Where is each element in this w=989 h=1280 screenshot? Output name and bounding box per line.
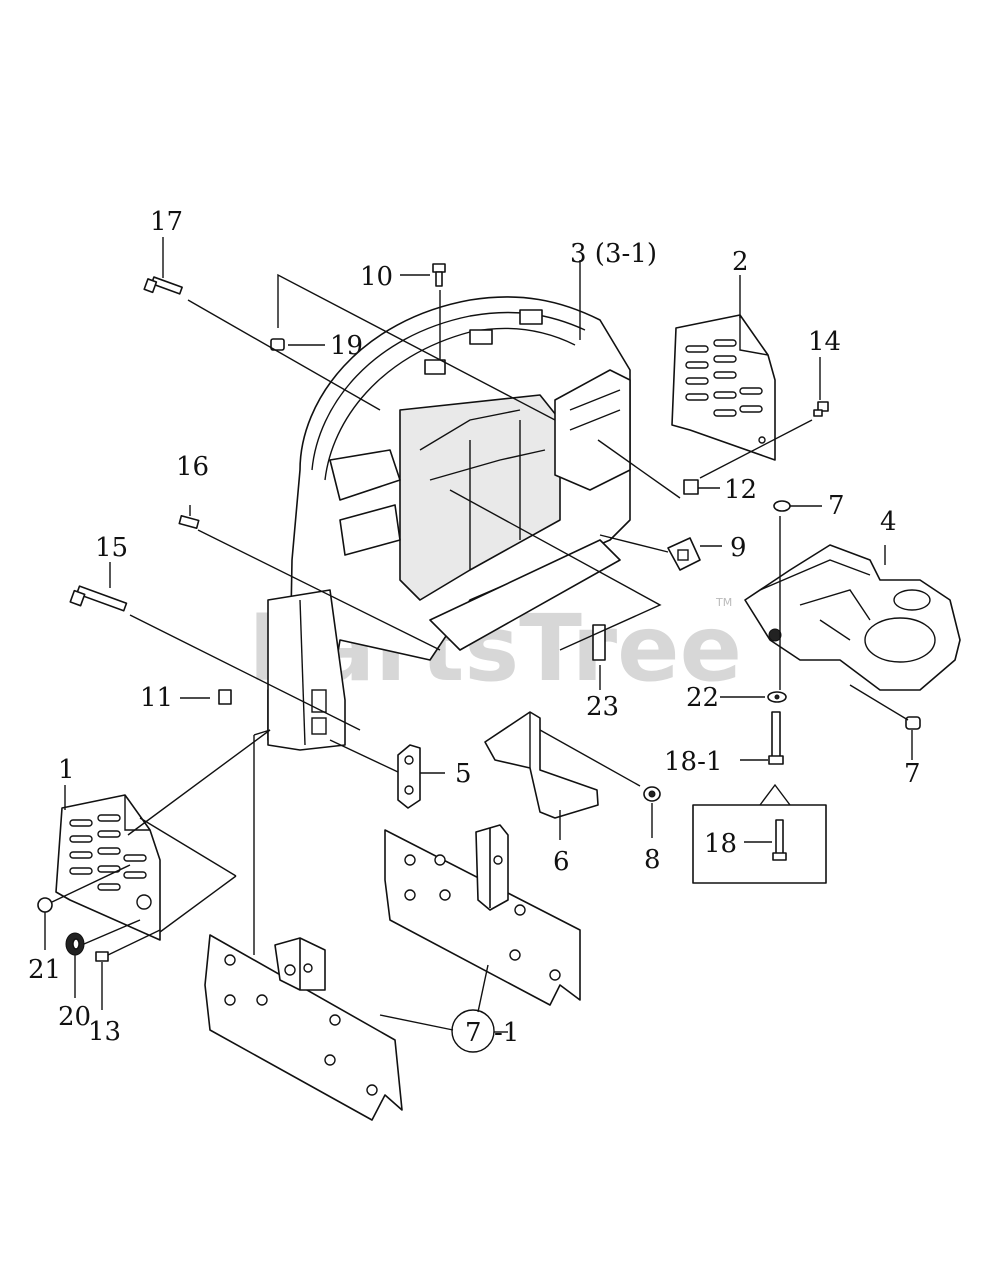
callout-6: 6 — [553, 847, 570, 877]
part-21-nut[interactable] — [37, 897, 53, 913]
part-22-washer[interactable] — [767, 691, 787, 703]
callout-3: 3 (3-1) — [570, 239, 657, 269]
part-18-box — [692, 804, 827, 884]
part-8-nut[interactable] — [643, 786, 661, 802]
callout-16: 16 — [176, 452, 209, 482]
part-5-clip[interactable] — [397, 744, 421, 809]
part-17-bolt[interactable] — [143, 276, 183, 295]
part-1-left-plate[interactable] — [55, 794, 161, 941]
part-18-bolt[interactable] — [772, 819, 787, 861]
callout-10: 10 — [360, 262, 393, 292]
callout-20: 20 — [58, 1002, 91, 1032]
part-16-bolt[interactable] — [178, 515, 200, 529]
callout-1: 1 — [58, 755, 75, 785]
watermark-tm: TM — [715, 596, 732, 609]
callout-11: 11 — [140, 683, 173, 713]
callout-12: 12 — [724, 475, 757, 505]
callout-8: 8 — [644, 845, 661, 875]
callout-7-top: 7 — [828, 491, 845, 521]
callout-labels: 17 10 3 (3-1) 2 14 19 16 12 7 4 9 15 23 … — [28, 207, 921, 1053]
callout-4: 4 — [880, 507, 897, 537]
part-11-nut[interactable] — [218, 689, 232, 705]
part-13-screw[interactable] — [95, 951, 109, 962]
part-18-1-bolt[interactable] — [768, 711, 784, 765]
part-6-bracket[interactable] — [484, 711, 599, 819]
part-15-bolt[interactable] — [69, 585, 128, 612]
leader-lines — [44, 237, 913, 1033]
callout-5: 5 — [455, 759, 472, 789]
part-7-nut-right[interactable] — [905, 716, 921, 730]
callout-18: 18 — [704, 829, 737, 859]
part-12-nut[interactable] — [683, 479, 699, 495]
callout-22: 22 — [686, 683, 719, 713]
callout-21: 21 — [28, 955, 61, 985]
callout-17: 17 — [150, 207, 183, 237]
callout-18-1: 18-1 — [664, 747, 722, 777]
part-3-frame-housing[interactable] — [267, 296, 631, 751]
part-2-right-plate[interactable] — [671, 314, 776, 461]
callout-13: 13 — [88, 1017, 121, 1047]
callout-14: 14 — [808, 327, 841, 357]
callout-7-right: 7 — [904, 759, 921, 789]
part-20-bushing[interactable] — [65, 932, 85, 956]
callout-7-circled: 7 — [465, 1018, 482, 1048]
part-10-bolt[interactable] — [432, 263, 446, 287]
part-7-1-right-rail[interactable] — [384, 824, 581, 1006]
callout-19: 19 — [330, 331, 363, 361]
callout-2: 2 — [732, 247, 749, 277]
part-7-1-left-rail[interactable] — [204, 934, 403, 1121]
callout-23: 23 — [586, 692, 619, 722]
part-9-clip[interactable] — [667, 537, 701, 571]
part-7-nut-top[interactable] — [773, 500, 791, 512]
part-14-screw[interactable] — [813, 401, 829, 417]
callout-9: 9 — [730, 533, 747, 563]
callout-7-circle — [451, 1009, 495, 1053]
callout-7-1-suffix: -1 — [494, 1018, 519, 1048]
callout-15: 15 — [95, 533, 128, 563]
part-19-nut[interactable] — [270, 338, 285, 351]
part-4-housing[interactable] — [744, 544, 961, 691]
